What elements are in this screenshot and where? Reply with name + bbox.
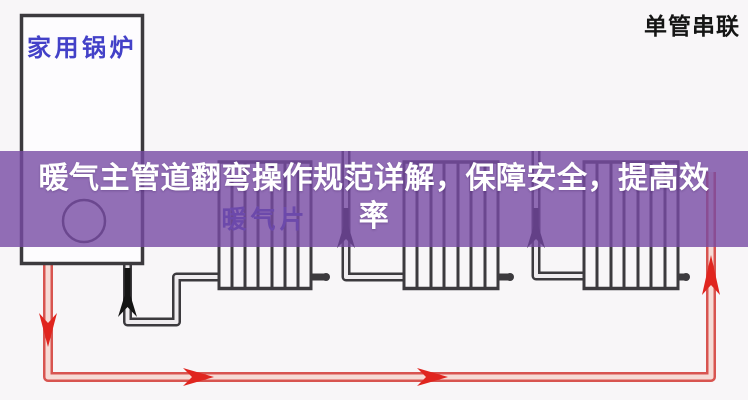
flow-arrow-down-icon xyxy=(39,313,57,347)
valve-icon xyxy=(118,268,137,317)
banner-title-line1: 暖气主管道翻弯操作规范详解，保障安全，提高效 xyxy=(38,162,710,195)
system-type-label: 单管串联 xyxy=(644,13,740,39)
banner-title-line2: 率 xyxy=(358,200,390,233)
flow-arrow-right-icon xyxy=(417,368,448,386)
flow-arrow-right-icon xyxy=(183,368,214,386)
boiler-outlet-pipe xyxy=(123,263,219,327)
title-banner: 暖气主管道翻弯操作规范详解，保障安全，提高效 率 xyxy=(0,151,748,247)
flow-arrow-up-icon xyxy=(702,255,720,295)
boiler-label: 家用锅炉 xyxy=(27,35,137,62)
